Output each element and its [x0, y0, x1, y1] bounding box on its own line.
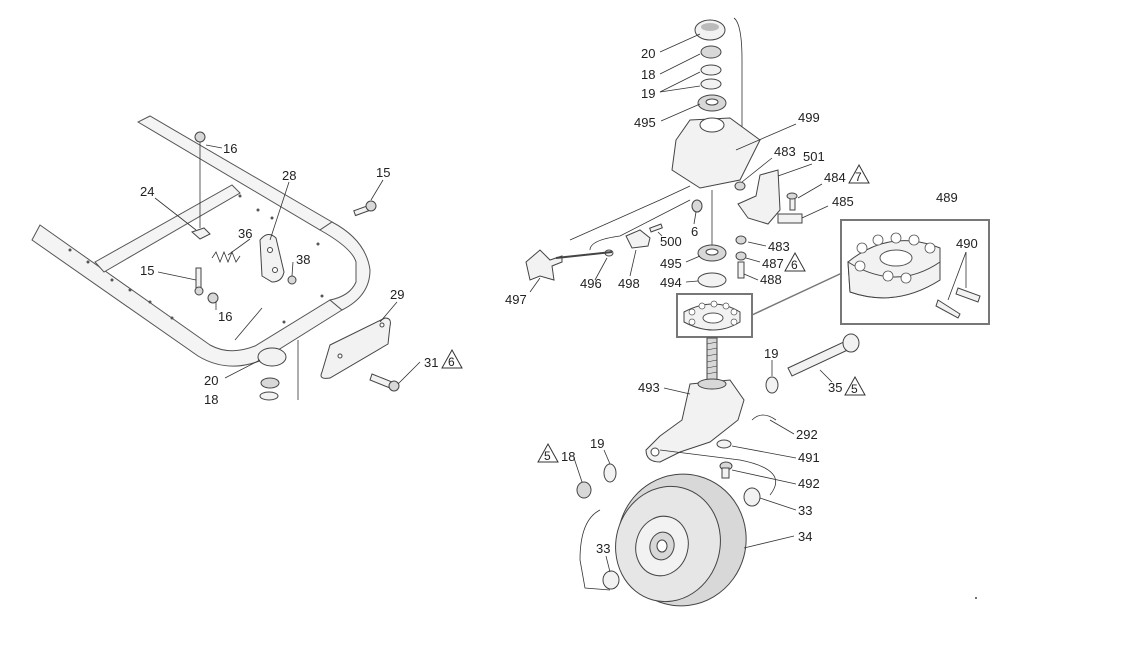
- label-19-left: 19: [590, 436, 604, 451]
- label-487: 487: [762, 256, 784, 271]
- svg-text:5: 5: [851, 382, 858, 396]
- label-483-top: 483: [774, 144, 796, 159]
- warning-triangle-484: 7: [848, 163, 870, 184]
- label-34: 34: [798, 529, 812, 544]
- warning-triangle-487: 6: [784, 251, 806, 272]
- label-499: 499: [798, 110, 820, 125]
- label-483-bottom: 483: [768, 239, 790, 254]
- svg-text:6: 6: [791, 258, 798, 272]
- wheel-34: [615, 473, 747, 607]
- label-28: 28: [282, 168, 296, 183]
- label-16-bottom: 16: [218, 309, 232, 324]
- label-24: 24: [140, 184, 154, 199]
- label-498: 498: [618, 276, 640, 291]
- frame-assembly: [31, 115, 421, 401]
- label-489: 489: [936, 190, 958, 205]
- label-501: 501: [803, 149, 825, 164]
- label-484: 484: [824, 170, 846, 185]
- label-18-bottom: 18: [561, 449, 575, 464]
- label-485: 485: [832, 194, 854, 209]
- label-490: 490: [956, 236, 978, 251]
- label-15-left: 15: [140, 263, 154, 278]
- label-33-right: 33: [798, 503, 812, 518]
- label-15-top: 15: [376, 165, 390, 180]
- warning-triangle-35: 5: [844, 375, 866, 396]
- label-494: 494: [660, 275, 682, 290]
- label-20-left: 20: [204, 373, 218, 388]
- label-35: 35: [828, 380, 842, 395]
- label-38: 38: [296, 252, 310, 267]
- warning-triangle-18: 5: [537, 442, 559, 463]
- label-20-right: 20: [641, 46, 655, 61]
- caster-assembly: [525, 17, 990, 607]
- label-31: 31: [424, 355, 438, 370]
- label-495-bottom: 495: [660, 256, 682, 271]
- label-493: 493: [638, 380, 660, 395]
- label-488: 488: [760, 272, 782, 287]
- label-495-top: 495: [634, 115, 656, 130]
- label-19-top: 19: [641, 86, 655, 101]
- label-18-top: 18: [641, 67, 655, 82]
- svg-text:5: 5: [544, 449, 551, 463]
- label-16-top: 16: [223, 141, 237, 156]
- svg-text:6: 6: [448, 355, 455, 369]
- label-491: 491: [798, 450, 820, 465]
- label-36: 36: [238, 226, 252, 241]
- label-496: 496: [580, 276, 602, 291]
- label-18-left: 18: [204, 392, 218, 407]
- label-19-right: 19: [764, 346, 778, 361]
- label-6: 6: [691, 224, 698, 239]
- label-29: 29: [390, 287, 404, 302]
- label-33-left: 33: [596, 541, 610, 556]
- label-492: 492: [798, 476, 820, 491]
- svg-text:7: 7: [855, 170, 862, 184]
- label-292: 292: [796, 427, 818, 442]
- label-500: 500: [660, 234, 682, 249]
- label-497: 497: [505, 292, 527, 307]
- warning-triangle-31: 6: [441, 348, 463, 369]
